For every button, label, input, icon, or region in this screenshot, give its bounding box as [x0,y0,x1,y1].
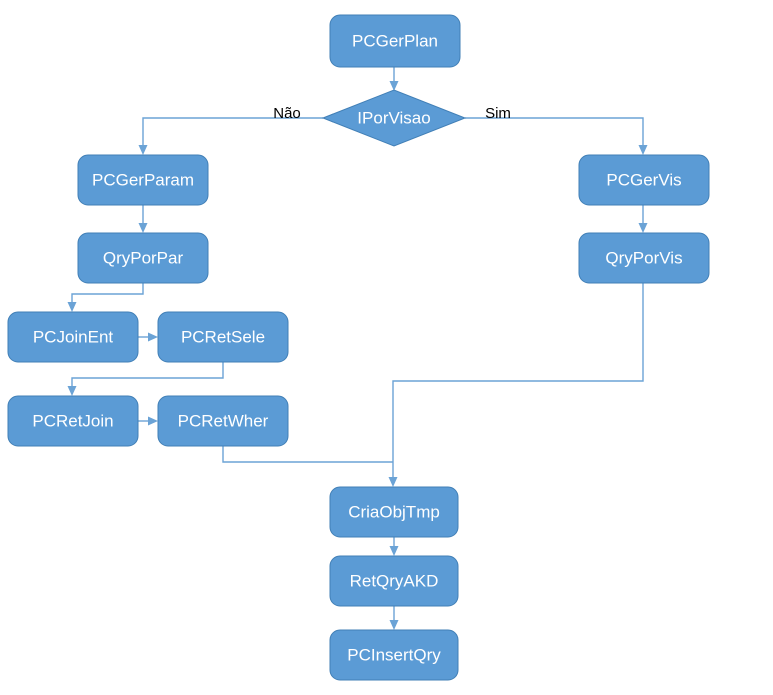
node-qryporpar-shape[interactable] [77,232,209,284]
node-pcjoinent[interactable]: PCJoinEnt [7,311,139,363]
connector-pcretwher-to-criaobjtmp [222,446,393,463]
connector-criaobjtmp-to-retqryakd [389,537,399,556]
node-retqryakd-shape[interactable] [329,555,459,607]
node-pcgerplan[interactable]: PCGerPlan [329,14,461,68]
node-pcgerparam-shape[interactable] [77,154,209,206]
connector-pcgerplan-to-iporvisao [389,67,399,91]
node-pcgervis[interactable]: PCGerVis [578,154,710,206]
node-pcjoinent-shape[interactable] [7,311,139,363]
node-pcretwher-shape[interactable] [157,395,289,447]
node-pcinsertqry-shape[interactable] [329,629,459,681]
node-iporvisao[interactable]: IPorVisao [321,89,467,147]
node-pcretjoin[interactable]: PCRetJoin [7,395,139,447]
connector-layer [67,67,648,630]
node-iporvisao-shape[interactable] [321,89,467,147]
connector-iporvisao-to-pcgervis [465,117,648,155]
connector-pcgervis-to-qryporvis [638,205,648,233]
connector-retqryakd-to-pcinsertqry [389,606,399,630]
node-pcgerparam[interactable]: PCGerParam [77,154,209,206]
node-criaobjtmp[interactable]: CriaObjTmp [329,486,459,538]
node-layer: PCGerPlan IPorVisao PCGerParam PCGerVis … [7,14,710,681]
node-pcgerplan-shape[interactable] [329,14,461,68]
node-pcretwher[interactable]: PCRetWher [157,395,289,447]
node-pcinsertqry[interactable]: PCInsertQry [329,629,459,681]
node-criaobjtmp-shape[interactable] [329,486,459,538]
node-qryporpar[interactable]: QryPorPar [77,232,209,284]
node-pcgervis-shape[interactable] [578,154,710,206]
node-retqryakd[interactable]: RetQryAKD [329,555,459,607]
connector-pcgerparam-to-qryporpar [138,205,148,233]
node-qryporvis[interactable]: QryPorVis [578,232,710,284]
node-pcretjoin-shape[interactable] [7,395,139,447]
connector-qryporpar-to-pcjoinent [67,283,144,312]
connector-pcjoinent-to-pcretsele [138,332,158,342]
connector-pcretjoin-to-pcretwher [138,416,158,426]
node-pcretsele-shape[interactable] [157,311,289,363]
node-pcretsele[interactable]: PCRetSele [157,311,289,363]
edge-label-nao: Não [273,105,301,122]
edge-label-sim: Sim [485,105,511,122]
connector-iporvisao-to-pcgerparam [138,113,333,155]
connector-pcretsele-to-pcretjoin [67,362,224,396]
connector-qryporvis-to-criaobjtmp [388,283,644,487]
node-qryporvis-shape[interactable] [578,232,710,284]
